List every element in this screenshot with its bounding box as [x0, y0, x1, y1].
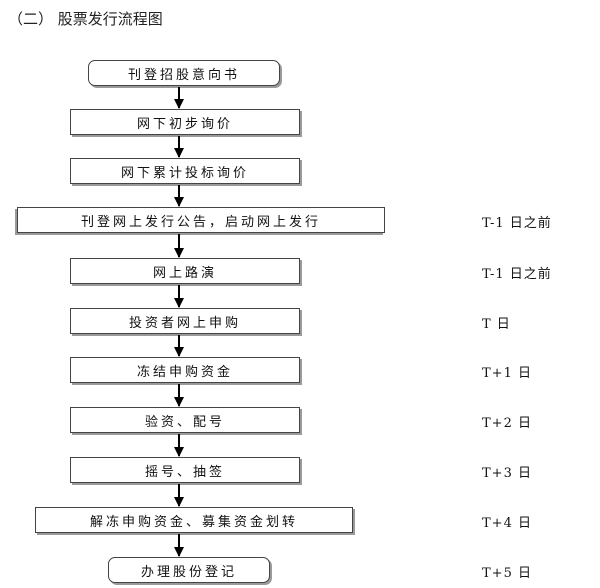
step-timing-label: T+2 日 [482, 416, 532, 431]
flow-arrow-down [174, 285, 184, 308]
flow-arrow-down [174, 87, 184, 109]
flow-step: 冻结申购资金 [70, 357, 300, 383]
page-title: （二） 股票发行流程图 [8, 10, 163, 28]
flow-arrow-down [174, 185, 184, 207]
flow-arrow-down [174, 534, 184, 557]
flow-step: 网上路演 [70, 258, 300, 284]
flow-arrow-down [174, 335, 184, 357]
flow-step: 刊登网上发行公告，启动网上发行 [17, 207, 385, 233]
flow-step: 投资者网上申购 [70, 308, 300, 334]
flow-step: 解冻申购资金、募集资金划转 [35, 507, 353, 533]
step-timing-label: T-1 日之前 [482, 216, 552, 231]
step-timing-label: T+5 日 [482, 566, 532, 581]
flow-step: 网下初步询价 [70, 109, 300, 135]
flow-arrow-down [174, 384, 184, 407]
flow-step: 验资、配号 [70, 407, 300, 433]
step-timing-label: T+1 日 [482, 366, 532, 381]
step-timing-label: T-1 日之前 [482, 267, 552, 282]
flow-arrow-down [174, 434, 184, 457]
flow-arrow-down [174, 484, 184, 507]
flow-arrow-down [174, 234, 184, 258]
flow-step: 网下累计投标询价 [70, 158, 300, 184]
flow-step: 刊登招股意向书 [88, 60, 280, 86]
step-timing-label: T+4 日 [482, 516, 532, 531]
flow-step: 摇号、抽签 [70, 457, 300, 483]
flow-arrow-down [174, 136, 184, 158]
step-timing-label: T+3 日 [482, 466, 532, 481]
step-timing-label: T 日 [482, 317, 511, 332]
flow-step: 办理股份登记 [108, 557, 270, 583]
